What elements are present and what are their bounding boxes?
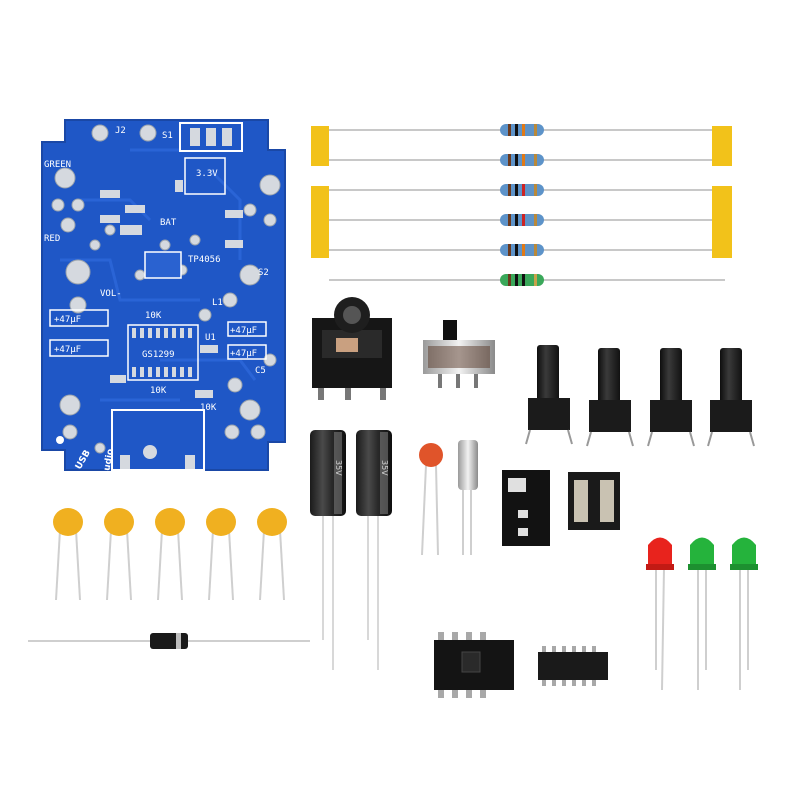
- pcb-label-r3: 10K: [200, 403, 217, 413]
- led-green: [688, 537, 716, 690]
- slide-switch: [423, 320, 495, 388]
- resistor: [500, 154, 544, 166]
- resistor: [500, 244, 544, 256]
- pcb-label-audio: Audio: [101, 448, 116, 478]
- leds: [646, 537, 758, 691]
- resistor: [500, 124, 544, 136]
- smd-inductor: [568, 472, 620, 530]
- crystal: [458, 440, 478, 555]
- pcb-label-r1: 10K: [145, 311, 162, 321]
- pcb-label-tp: TP4056: [188, 255, 221, 265]
- pcb-label-cap1: +47μF: [54, 315, 81, 325]
- pcb-label-r2: 10K: [150, 386, 167, 396]
- smd-module-chip: [502, 470, 550, 546]
- inductor: [500, 274, 544, 286]
- tact-button: [525, 345, 573, 445]
- soic-chip-large: [434, 632, 514, 698]
- pcb-label-s1: S1: [162, 131, 173, 141]
- pcb-label-green: GREEN: [44, 160, 71, 170]
- pcb-label-s2: S2: [258, 268, 269, 278]
- pcb-label-red: RED: [44, 234, 60, 244]
- pcb-label-cap3: +47μF: [230, 349, 257, 359]
- tact-button: [647, 348, 695, 447]
- pcb-label-bat: BAT: [160, 218, 177, 228]
- cap-marking: 35V: [380, 460, 389, 476]
- pcb-label-cap4: +47μF: [230, 326, 257, 336]
- pcb-label-chip: GS1299: [142, 350, 175, 360]
- diode: [28, 633, 310, 649]
- pcb-label-u1: U1: [205, 333, 216, 343]
- electrolytic-capacitors: 35V 35V: [310, 430, 392, 670]
- led-red: [646, 537, 674, 691]
- pcb-label-vol: VOL-: [100, 289, 122, 299]
- tape-right-top: [712, 126, 732, 166]
- pcb-label-cap2: +47μF: [54, 345, 81, 355]
- tact-button: [707, 348, 755, 447]
- electrolytic-capacitor: 35V: [310, 430, 346, 670]
- tape-left-top: [311, 126, 329, 166]
- ceramic-capacitor: [53, 508, 83, 601]
- cap-marking: 35V: [334, 460, 343, 476]
- pcb-board: J2 S1 GREEN RED BAT 3.3V TP4056 10K GS12…: [41, 119, 286, 479]
- led-green: [730, 537, 758, 690]
- soic-chip-small: [538, 646, 608, 686]
- audio-jack: [312, 297, 392, 400]
- ceramic-capacitor: [104, 508, 134, 601]
- resistor: [500, 214, 544, 226]
- tact-button: [586, 348, 634, 447]
- ceramic-capacitor: [206, 508, 236, 601]
- ceramic-capacitor: [155, 508, 185, 601]
- tape-right-bottom: [712, 186, 732, 258]
- ceramic-capacitors: [53, 508, 287, 601]
- resistor-strip: [311, 124, 732, 286]
- pcb-label-j2: J2: [115, 126, 126, 136]
- ceramic-capacitor: [257, 508, 287, 601]
- electrolytic-capacitor: 35V: [356, 430, 392, 670]
- ceramic-disc-capacitor: [419, 443, 443, 556]
- tape-left-bottom: [311, 186, 329, 258]
- pcb-label-l1: L1: [212, 298, 223, 308]
- pcb-label-c5: C5: [255, 366, 266, 376]
- pcb-label-reg: 3.3V: [196, 169, 218, 179]
- resistor: [500, 184, 544, 196]
- tactile-buttons: [525, 345, 755, 447]
